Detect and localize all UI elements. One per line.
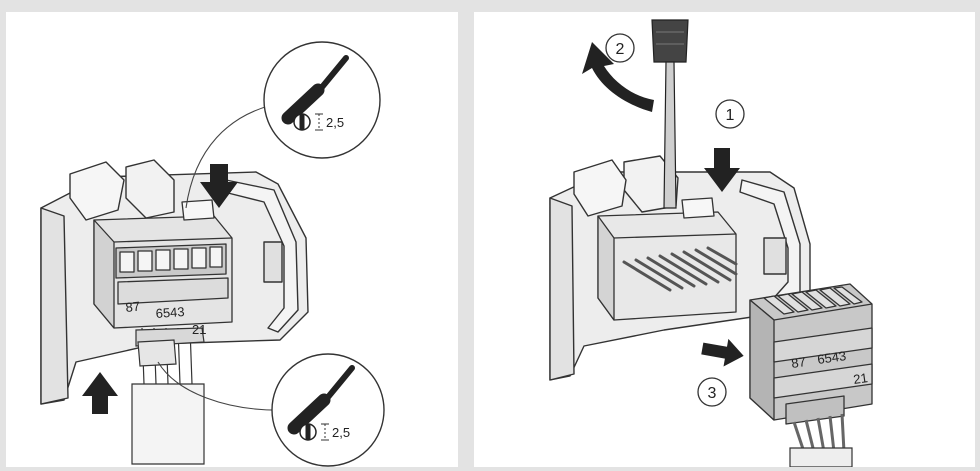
- terminal-numbers-row1: 87: [125, 299, 141, 315]
- terminal-numbers-row2: 6543: [155, 304, 185, 321]
- screwdriver-icon: [651, 19, 689, 209]
- dimension-marker-icon: [315, 113, 323, 131]
- step-2-label: 2: [616, 41, 625, 58]
- release-lever: [137, 339, 177, 367]
- tool-spec-top: 2,5: [326, 115, 344, 130]
- plug-cable: [789, 413, 853, 467]
- screwdriver-detail-top: 2,5: [263, 41, 381, 159]
- removed-plug: [749, 283, 873, 425]
- right-panel-remove-plug: 2 1 3: [474, 12, 975, 467]
- contact-pins: [622, 246, 738, 292]
- slotted-screw-icon: [293, 113, 311, 131]
- curved-arrow-icon: [582, 42, 654, 112]
- step-3-marker: 3: [697, 377, 727, 407]
- step-1-marker: 1: [715, 99, 745, 129]
- terminal-numbers-row3: 21: [192, 322, 206, 337]
- screwdriver-icon: [287, 365, 355, 435]
- dimension-marker-icon: [321, 423, 329, 441]
- left-illustration: 87 6543 21: [40, 41, 385, 467]
- arrow-down-icon: [704, 148, 740, 192]
- plug-numbers-row1: 87: [790, 354, 806, 371]
- slotted-screw-icon: [299, 423, 317, 441]
- step-3-label: 3: [708, 385, 717, 402]
- step-1-label: 1: [726, 107, 735, 124]
- right-illustration: 2 1 3: [549, 19, 873, 467]
- arrow-down-icon: [200, 164, 238, 208]
- arrow-right-icon: [701, 338, 744, 367]
- terminal-cavity: [597, 197, 738, 321]
- plug-ribs: [763, 286, 863, 315]
- terminal-block: [93, 199, 233, 329]
- step-2-marker: 2: [605, 33, 635, 63]
- screwdriver-detail-bottom: 2,5: [271, 353, 385, 467]
- left-panel-release-terminal: 87 6543 21: [6, 12, 458, 467]
- leader-line-bottom: [157, 361, 289, 411]
- terminal-slots: [119, 246, 223, 273]
- tool-spec-bottom: 2,5: [332, 425, 350, 440]
- screwdriver-icon: [281, 55, 349, 125]
- arrow-up-icon: [82, 372, 118, 414]
- plug-numbers-row3: 21: [852, 370, 868, 387]
- plug-numbers-row2: 6543: [816, 348, 847, 367]
